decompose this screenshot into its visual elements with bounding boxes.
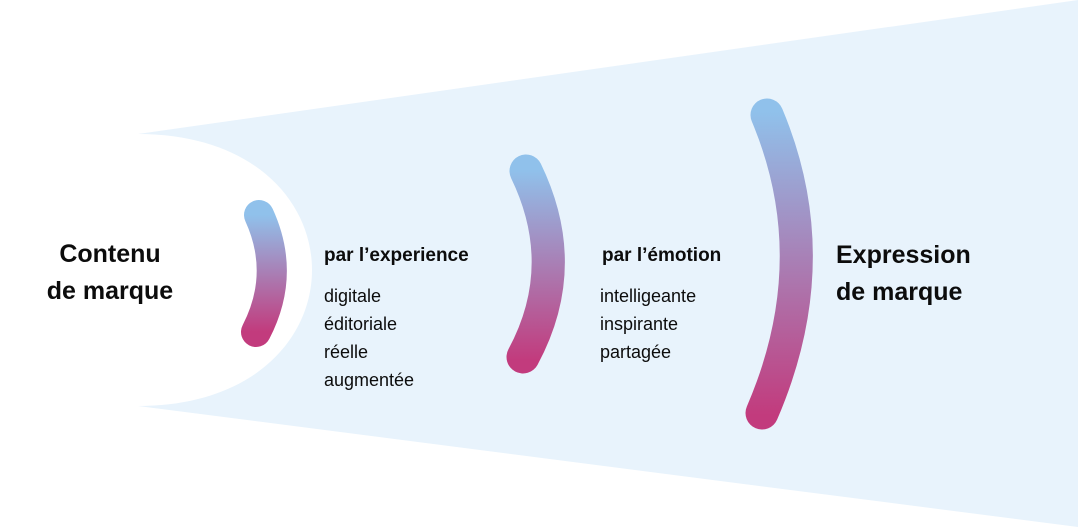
target-label-line-2: de marque (836, 278, 963, 306)
list-item: inspirante (600, 314, 679, 334)
list-item: partagée (600, 342, 672, 362)
stage-2-list: intelligeante inspirante partagée (600, 282, 696, 366)
list-item: augmentée (324, 370, 415, 390)
arc-small (241, 200, 287, 347)
source-label-line-1: Contenu (59, 240, 161, 268)
target-label: Expression de marque (836, 237, 971, 311)
target-label-line-1: Expression (836, 241, 971, 269)
list-item: intelligeante (600, 286, 697, 306)
arc-large (745, 98, 813, 430)
stage-1-heading: par l’experience (324, 245, 469, 266)
source-label-line-2: de marque (46, 277, 174, 305)
list-item: réelle (324, 342, 369, 362)
list-item: digitale (324, 286, 382, 306)
source-label: Contenu de marque (40, 236, 180, 310)
arc-medium (506, 154, 565, 374)
stage-1-list: digitale éditoriale réelle augmentée (324, 282, 414, 394)
stage-2-heading: par l’émotion (602, 245, 722, 266)
funnel-shape (138, 0, 1078, 527)
list-item: éditoriale (324, 314, 398, 334)
